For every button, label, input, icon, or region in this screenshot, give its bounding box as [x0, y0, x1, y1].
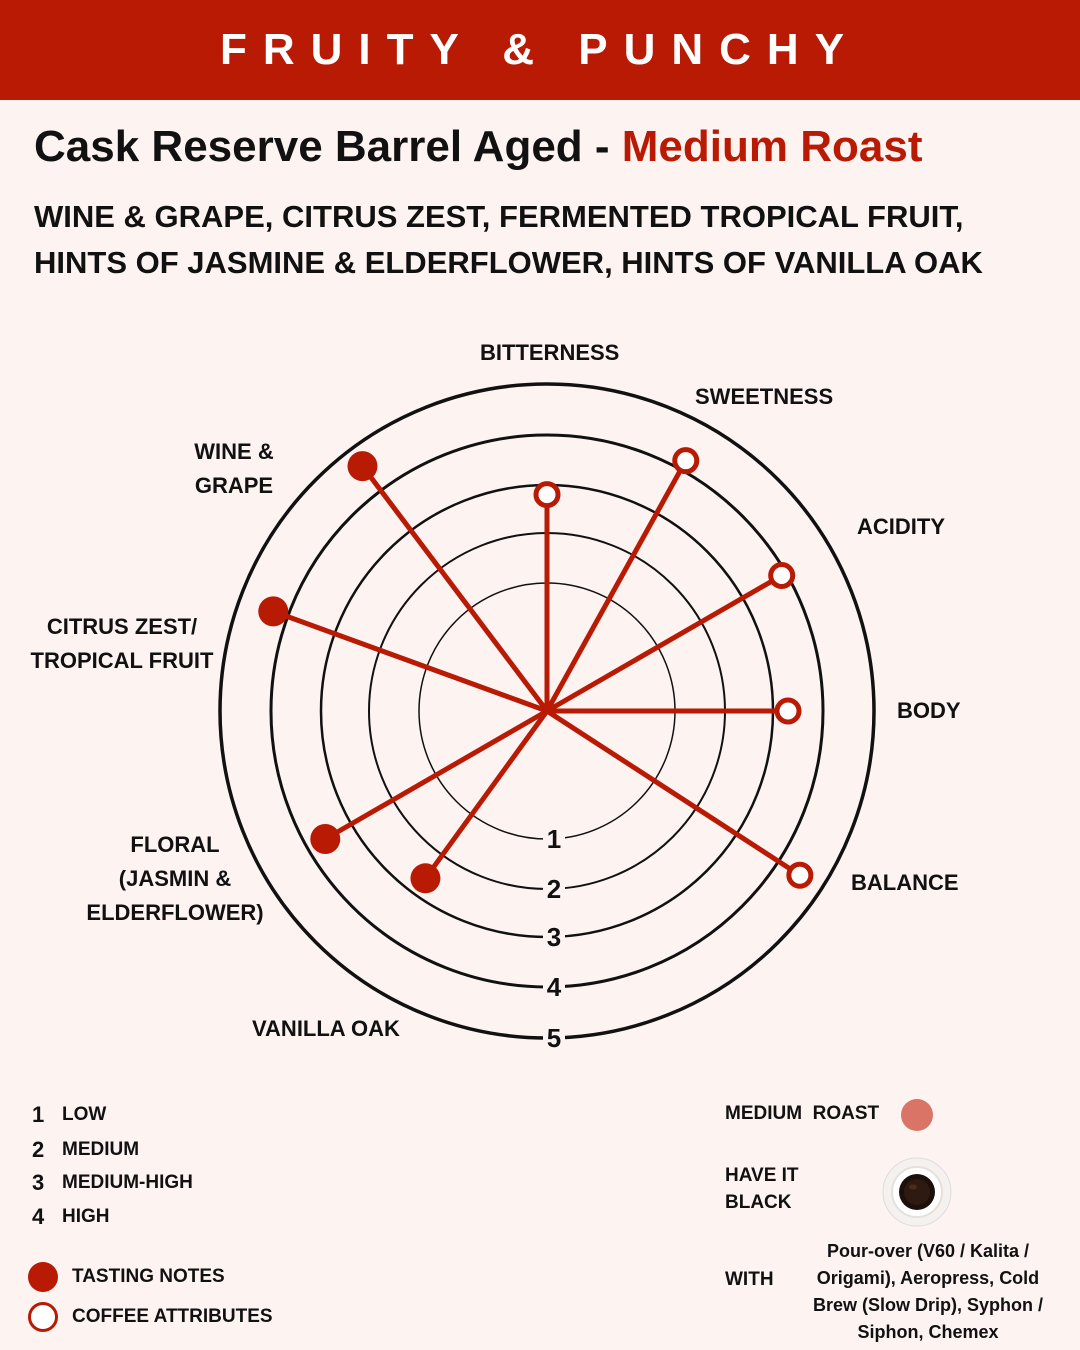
spoke-wine-grape [359, 463, 550, 714]
chart-spokes [270, 458, 803, 881]
spoke-balance [544, 708, 803, 878]
have-it-black-label: HAVE IT BLACK [725, 1162, 799, 1216]
floral-line-3: ELDERFLOWER) [86, 900, 264, 925]
tasting-note-marker-floral-jasmin-elderflower [310, 824, 341, 854]
wine-line-2: GRAPE [194, 473, 274, 498]
legend-text: MEDIUM [62, 1139, 140, 1160]
scale-label-bg [543, 1023, 565, 1053]
roast-color-swatch [901, 1099, 933, 1131]
scale-label-bg [543, 874, 565, 904]
scale-labels: 1 2 3 4 5 [543, 824, 565, 1053]
legend-num: 3 [32, 1170, 45, 1195]
tasting-notes-summary: WINE & GRAPE, CITRUS ZEST, FERMENTED TRO… [34, 199, 983, 280]
hollow-dot-icon [28, 1302, 58, 1332]
legend-level-2: 2 MEDIUM [32, 1137, 139, 1163]
legend-tasting-notes-label: TASTING NOTES [72, 1266, 225, 1287]
legend-num: 2 [32, 1137, 45, 1162]
citrus-line-2: TROPICAL FRUIT [30, 648, 214, 673]
legend-num: 4 [32, 1204, 45, 1229]
roast-level-title: Medium Roast [621, 122, 923, 171]
axis-label-vanilla-oak: VANILLA OAK [252, 1016, 400, 1041]
axis-label-balance: BALANCE [851, 870, 959, 895]
scale-label-3: 3 [547, 922, 561, 952]
product-name: Cask Reserve Barrel Aged - [34, 122, 622, 171]
black-line: BLACK [725, 1192, 792, 1213]
scale-label-4: 4 [547, 972, 562, 1002]
have-it-line: HAVE IT [725, 1165, 799, 1186]
scale-label-1: 1 [547, 824, 561, 854]
chart-markers [258, 447, 814, 894]
axis-label-bitterness: BITTERNESS [480, 340, 620, 365]
axis-label-body: BODY [897, 698, 961, 723]
spoke-acidity [544, 573, 785, 714]
brew-methods: Pour-over (V60 / Kalita / Origami), Aero… [812, 1241, 1043, 1342]
legend-num: 1 [32, 1102, 45, 1127]
spoke-vanilla-oak [422, 708, 550, 881]
spoke-sweetness [544, 458, 689, 714]
axis-label-sweetness: SWEETNESS [695, 384, 834, 409]
axis-label-citrus: CITRUS ZEST/ TROPICAL FRUIT [22, 610, 222, 678]
tasting-note-marker-vanilla-oak [410, 863, 441, 894]
axis-label-wine: WINE & GRAPE [178, 435, 290, 503]
tasting-note-marker-wine-grape [347, 451, 378, 482]
scale-label-5: 5 [547, 1023, 561, 1053]
product-title: Cask Reserve Barrel Aged - Medium Roast [34, 122, 922, 172]
coffee-cup-icon [882, 1157, 952, 1227]
header-banner: FRUITY & PUNCHY [0, 0, 1080, 100]
scale-label-bg [543, 824, 565, 854]
floral-line-2: (JASMIN & [118, 866, 232, 891]
axis-label-acidity: ACIDITY [857, 514, 945, 539]
legend-coffee-attributes: COFFEE ATTRIBUTES [28, 1302, 273, 1332]
attribute-marker-sweetness [672, 447, 700, 475]
legend-level-4: 4 HIGH [32, 1204, 110, 1230]
with-label: WITH [725, 1269, 774, 1290]
legend-text: HIGH [62, 1206, 110, 1227]
roast-label: MEDIUM ROAST [725, 1103, 880, 1124]
scale-label-bg [543, 922, 565, 952]
wine-line-1: WINE & [194, 439, 274, 464]
legend-coffee-attributes-label: COFFEE ATTRIBUTES [72, 1306, 273, 1327]
legend-text: MEDIUM-HIGH [62, 1172, 193, 1193]
citrus-line-1: CITRUS ZEST/ [46, 614, 198, 639]
floral-line-1: FLORAL [130, 832, 220, 857]
filled-dot-icon [28, 1262, 58, 1292]
scale-label-bg [543, 972, 565, 1002]
attribute-marker-balance [786, 861, 814, 889]
tasting-note-marker-citrus-zest-tropical-fruit [258, 596, 289, 627]
spoke-citrus-zest-tropical-fruit [270, 608, 550, 714]
attribute-marker-body [774, 697, 802, 725]
legend-level-1: 1 LOW [32, 1102, 106, 1128]
attribute-marker-acidity [768, 562, 796, 589]
legend-text: LOW [62, 1104, 107, 1125]
legend-tasting-notes: TASTING NOTES [28, 1262, 225, 1292]
legend-level-3: 3 MEDIUM-HIGH [32, 1170, 193, 1196]
scale-label-2: 2 [547, 874, 561, 904]
axis-label-floral: FLORAL (JASMIN & ELDERFLOWER) [80, 828, 270, 930]
attribute-marker-bitterness [533, 481, 561, 509]
spoke-floral-jasmin-elderflower [322, 708, 550, 842]
